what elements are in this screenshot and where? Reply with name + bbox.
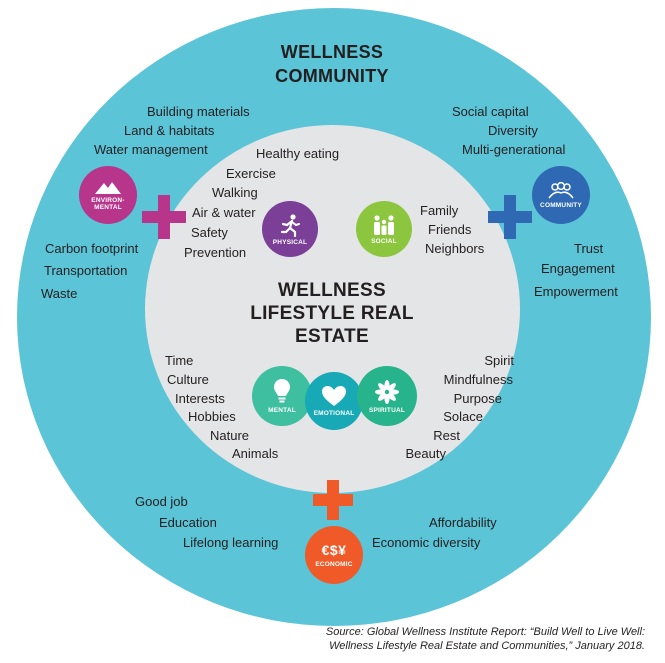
environmental-plus — [142, 195, 186, 239]
physical-item: Walking — [212, 185, 258, 200]
community-item: Diversity — [488, 123, 538, 138]
inner-title: WELLNESS LIFESTYLE REAL ESTATE — [250, 280, 414, 347]
environmental-item: Building materials — [147, 104, 250, 119]
spiritual-item: Mindfulness — [443, 372, 513, 387]
social-badge: SOCIAL — [356, 201, 412, 257]
physical-item: Healthy eating — [256, 146, 340, 161]
mental-item: Culture — [167, 372, 209, 387]
physical-item: Air & water — [192, 205, 256, 220]
mental-item: Interests — [175, 391, 225, 406]
lightbulb-icon — [274, 379, 290, 403]
spiritual-item: Solace — [443, 409, 483, 424]
spiritual-item: Beauty — [405, 446, 446, 461]
mental-item: Hobbies — [188, 409, 236, 424]
mental-item: Time — [165, 353, 194, 368]
economic-item: Affordability — [429, 515, 497, 530]
mental-item: Nature — [210, 428, 250, 443]
economic-item: Economic diversity — [372, 535, 481, 550]
mental-badge: MENTAL — [252, 366, 312, 426]
environmental-item: Water management — [94, 142, 208, 157]
heart-icon — [322, 386, 346, 406]
outer-title: WELLNESS COMMUNITY — [275, 42, 389, 86]
source-citation: Source: Global Wellness Institute Report… — [325, 626, 645, 652]
community-item: Multi-generational — [462, 142, 566, 157]
economic-item: Lifelong learning — [183, 535, 279, 550]
economic-item: Education — [159, 515, 217, 530]
community-badge: COMMUNITY — [532, 166, 590, 224]
economic-plus — [313, 480, 353, 520]
family-icon — [374, 214, 394, 235]
environmental-badge: ENVIRON- MENTAL — [79, 166, 137, 224]
community-item: Empowerment — [534, 284, 618, 299]
spiritual-item: Rest — [433, 428, 460, 443]
environmental-item: Carbon footprint — [45, 241, 139, 256]
social-item: Family — [420, 203, 459, 218]
community-plus — [488, 195, 532, 239]
physical-badge: PHYSICAL — [262, 201, 318, 257]
running-person-icon — [280, 213, 300, 237]
economic-item: Good job — [135, 494, 188, 509]
mountain-icon — [95, 181, 121, 194]
environmental-item: Transportation — [44, 263, 128, 278]
inner-circle-wellness-lifestyle — [145, 125, 520, 493]
social-item: Neighbors — [425, 241, 485, 256]
physical-item: Prevention — [184, 245, 247, 260]
social-item: Friends — [428, 222, 472, 237]
physical-item: Safety — [191, 225, 228, 240]
community-item: Social capital — [452, 104, 529, 119]
physical-item: Exercise — [226, 166, 276, 181]
environmental-item: Waste — [41, 286, 78, 301]
mental-item: Animals — [232, 446, 279, 461]
community-item: Engagement — [541, 261, 615, 276]
community-item: Trust — [574, 241, 604, 256]
spiritual-item: Purpose — [453, 391, 502, 406]
environmental-item: Land & habitats — [124, 123, 215, 138]
spiritual-item: Spirit — [484, 353, 514, 368]
people-group-icon — [548, 181, 574, 199]
lotus-icon — [375, 379, 399, 404]
spiritual-badge: SPIRITUAL — [357, 366, 417, 426]
currency-icon: €$¥ — [321, 542, 347, 558]
emotional-badge: EMOTIONAL — [305, 372, 363, 430]
economic-badge: €$¥ ECONOMIC — [305, 526, 363, 584]
